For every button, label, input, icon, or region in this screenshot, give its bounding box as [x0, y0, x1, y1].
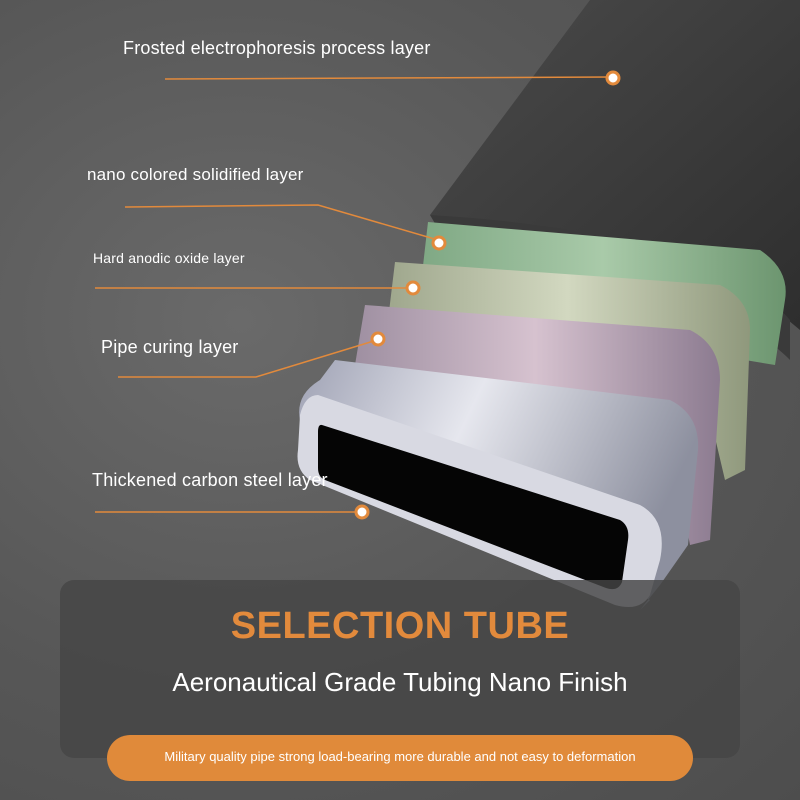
layer-label-pipe-curing: Pipe curing layer [101, 337, 239, 357]
feature-pill [107, 735, 693, 781]
callout-dot-1 [431, 235, 447, 251]
callout-dot-2 [405, 280, 421, 296]
banner-subheadline: Aeronautical Grade Tubing Nano Finish [172, 667, 628, 697]
banner-headline: SELECTION TUBE [230, 605, 570, 647]
leader-lines [95, 76, 613, 513]
feature-pill-text: Military quality pipe strong load-bearin… [164, 749, 636, 764]
callout-dots [354, 70, 621, 520]
lilac-layer [350, 305, 720, 545]
callout-dot-3 [370, 331, 386, 347]
callout-dot-4 [354, 504, 370, 520]
layer-label-hard-anodic: Hard anodic oxide layer [93, 250, 245, 266]
layer-label-carbon-steel: Thickened carbon steel layer [92, 470, 328, 490]
tube-opening [318, 424, 629, 590]
info-banner [60, 580, 740, 758]
layer-label-frosted-electrophoresis: Frosted electrophoresis process layer [123, 38, 431, 58]
callout-dot-0 [605, 70, 621, 86]
layer-label-nano-colored: nano colored solidified layer [87, 165, 304, 184]
